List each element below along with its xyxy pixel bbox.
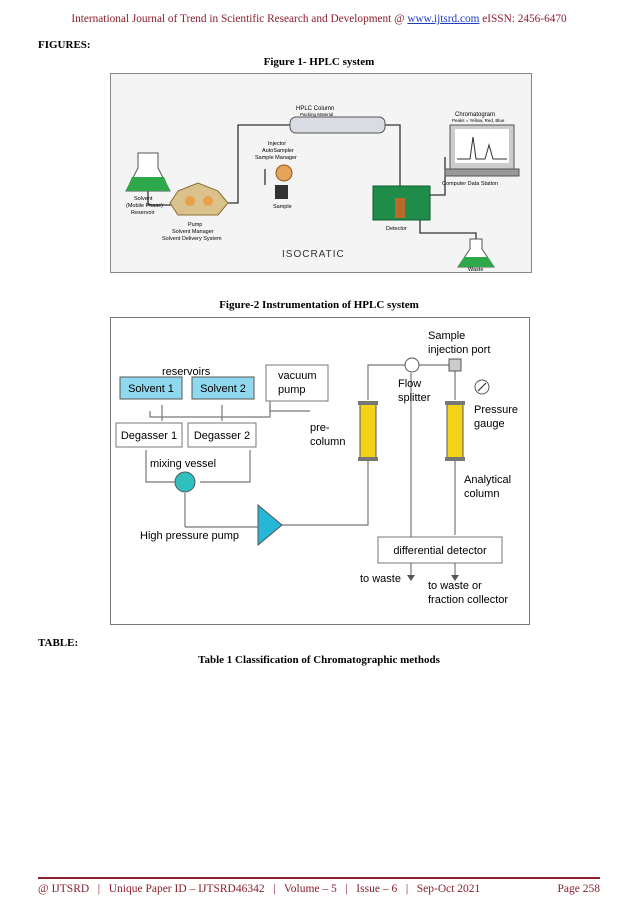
chromatogram-label: Chromatogram (455, 112, 495, 118)
differential-detector-box (377, 536, 503, 564)
vacuum-label: vacuum (278, 370, 317, 382)
figures-heading: FIGURES: (38, 39, 91, 51)
gauge-needle (477, 382, 487, 392)
detector-cell (395, 198, 405, 218)
pre-column-label-2: column (310, 436, 345, 448)
mobile-phase-label: (Mobile Phase) (126, 203, 163, 209)
hplc-column (289, 116, 386, 134)
solvent2-label: Solvent 2 (200, 383, 246, 395)
pump-label: Pump (188, 222, 202, 228)
degasser1-box (115, 422, 183, 448)
autosampler-label: AutoSampler (262, 148, 294, 154)
footer-rule (38, 877, 600, 879)
injector-valve (275, 164, 293, 182)
vacuum-pump-box (265, 364, 329, 402)
computer-keyboard (444, 168, 520, 177)
injection-port-label: injection port (428, 344, 490, 356)
pump-head-right (203, 196, 213, 206)
journal-link[interactable]: www.ijtsrd.com (407, 13, 480, 25)
pump-label: pump (278, 384, 306, 396)
pre-column-cap-bottom (358, 457, 378, 461)
figure2-instrumentation: reservoirs Solvent 1 Solvent 2 vacuum pu… (110, 317, 530, 625)
injector-label: Injector (268, 141, 286, 147)
running-footer: @ IJTSRD | Unique Paper ID – IJTSRD46342… (38, 883, 600, 895)
chromatogram-trace (457, 136, 507, 160)
isocratic-label: ISOCRATIC (282, 249, 345, 260)
hplc-column-label: HPLC Column (296, 106, 334, 112)
mixing-vessel (174, 471, 196, 493)
solvent1-box (119, 376, 183, 400)
high-pressure-pump-label: High pressure pump (140, 530, 239, 542)
running-header: International Journal of Trend in Scient… (0, 13, 638, 25)
fraction-collector-label: fraction collector (428, 594, 508, 606)
solvent1-label: Solvent 1 (128, 383, 174, 395)
solvent-label: Solvent (134, 196, 153, 202)
analytical-column (446, 402, 464, 460)
header-suffix: eISSN: 2456-6470 (479, 13, 567, 25)
to-waste-label: to waste (360, 573, 401, 585)
analytical-cap-top (445, 401, 465, 405)
detector-label: Detector (386, 226, 407, 232)
injection-port (448, 358, 462, 372)
sample-vial (275, 185, 288, 199)
figure2-caption: Figure-2 Instrumentation of HPLC system (219, 299, 419, 311)
mixing-vessel-label: mixing vessel (150, 458, 216, 470)
column-label: column (464, 488, 499, 500)
solvent-liquid (126, 177, 170, 191)
flow-arrow-right (451, 575, 459, 581)
gauge-label: gauge (474, 418, 505, 430)
pump-head-left (185, 196, 195, 206)
degasser2-box (187, 422, 257, 448)
sample-label: Sample (273, 204, 292, 210)
degasser2-label: Degasser 2 (194, 430, 250, 442)
pre-column (359, 402, 377, 460)
splitter-label: splitter (398, 392, 431, 404)
solvent-delivery-label: Solvent Delivery System (162, 236, 222, 242)
flow-arrow-left (407, 575, 415, 581)
high-pressure-pump (257, 503, 283, 547)
reservoir-label: Reservoir (131, 210, 155, 216)
sample-label: Sample (428, 330, 465, 342)
pre-column-cap-top (358, 401, 378, 405)
chromatogram-sub-label: Peaks = Yellow, Red, Blue (452, 118, 505, 123)
figure2-frame (110, 317, 530, 625)
pump-body (169, 182, 229, 216)
pressure-label: Pressure (474, 404, 518, 416)
flow-splitter (404, 357, 420, 373)
differential-detector-label: differential detector (393, 545, 487, 557)
to-waste-or-label: to waste or (428, 580, 482, 592)
header-prefix: International Journal of Trend in Scient… (71, 13, 408, 25)
sample-manager-label: Sample Manager (255, 155, 297, 161)
figure1-hplc-system: HPLC Column Packing Material Injector Au… (110, 73, 532, 273)
pre-column-label-1: pre- (310, 422, 330, 434)
table1-caption: Table 1 Classification of Chromatographi… (198, 654, 440, 666)
solvent2-box (191, 376, 255, 400)
reservoirs-label: reservoirs (162, 366, 211, 378)
waste-label: Waste (468, 267, 483, 273)
page-number: Page 258 (557, 883, 600, 895)
computer-label: Computer Data Station (442, 181, 498, 187)
analytical-cap-bottom (445, 457, 465, 461)
packing-material-label: Packing Material (300, 112, 333, 117)
table-heading: TABLE: (38, 637, 79, 649)
waste-liquid (458, 257, 494, 267)
figure1-caption: Figure 1- HPLC system (263, 56, 375, 68)
computer-screen (455, 129, 509, 163)
analytical-label: Analytical (464, 474, 511, 486)
degasser1-label: Degasser 1 (121, 430, 177, 442)
footer-info: @ IJTSRD | Unique Paper ID – IJTSRD46342… (38, 883, 481, 895)
flow-label: Flow (398, 378, 421, 390)
solvent-manager-label: Solvent Manager (172, 229, 214, 235)
